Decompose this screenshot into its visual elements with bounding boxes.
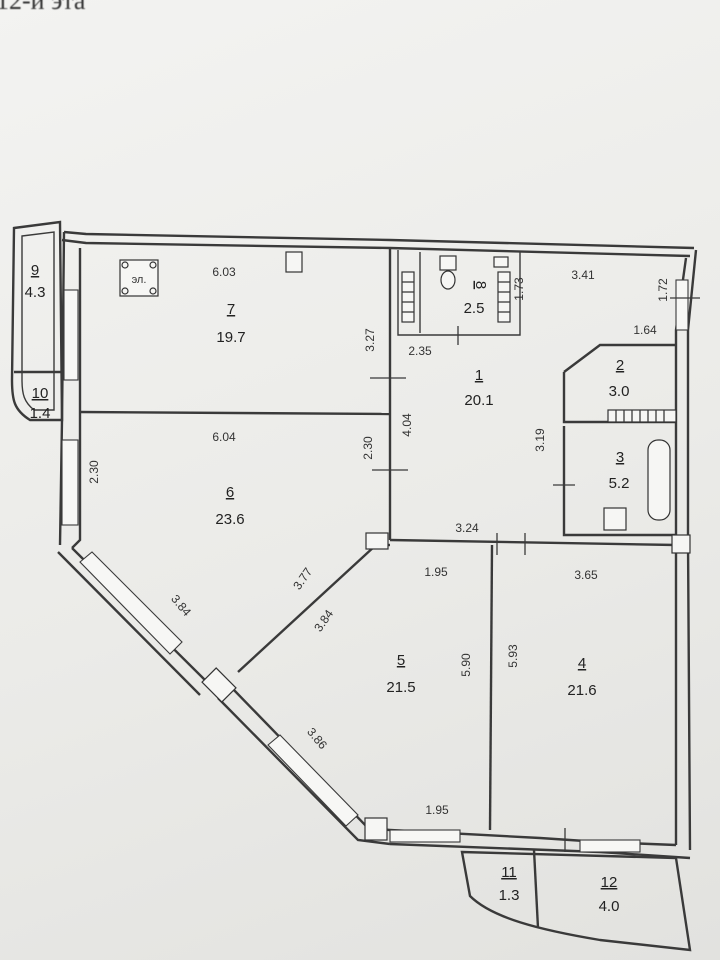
shelf-icon-left	[401, 271, 415, 323]
room-number: 11	[501, 864, 517, 881]
fixtures: эл.	[119, 251, 691, 841]
room-number: 1	[475, 367, 483, 384]
room-number: 6	[226, 484, 234, 501]
room-area: 5.2	[609, 475, 630, 492]
balcony-left	[10, 220, 64, 422]
dimension-label: 3.65	[574, 568, 598, 582]
dimension-label: 3.27	[363, 328, 377, 352]
room-number: 4	[578, 655, 586, 672]
dimension-label: 3.84	[168, 592, 194, 619]
room-number: 3	[616, 449, 624, 466]
room-number: 12	[601, 874, 618, 891]
balcony-bottom	[460, 849, 692, 952]
room-number: 9	[31, 262, 39, 279]
dimension-label: 1.64	[633, 323, 657, 337]
dimension-label: 1.72	[656, 278, 670, 302]
room-number: 5	[397, 652, 405, 669]
dimension-label: 6.03	[212, 265, 236, 279]
column-icon	[201, 667, 237, 703]
window-room5-bottom	[389, 829, 461, 843]
dimension-label: 3.84	[311, 607, 336, 634]
shelf-icon-right	[497, 271, 511, 323]
room-area: 23.6	[215, 511, 244, 528]
window-room5-diag	[267, 734, 359, 827]
window-room7	[63, 289, 79, 381]
room-area: 3.0	[609, 383, 630, 400]
dimension-label: 5.90	[459, 653, 473, 677]
window-right-top	[675, 279, 689, 331]
room-area: 21.6	[567, 682, 596, 699]
room-area: 1.4	[30, 405, 51, 422]
room-labels: 9 4.3 10 1.4 7 19.7 8 2.5 1 20.1 2 3.0 3…	[25, 262, 630, 915]
shelf-strip-icon	[607, 409, 677, 423]
dimension-label: 5.93	[506, 644, 520, 668]
column-icon	[365, 532, 389, 550]
column-icon	[364, 817, 388, 841]
page-header-text: 12-й эта	[0, 0, 86, 15]
room-area: 2.5	[464, 300, 485, 317]
windows	[61, 279, 689, 853]
dimension-label: 1.73	[512, 277, 526, 301]
radiator-icon	[285, 251, 303, 273]
dimension-label: 1.95	[424, 565, 448, 579]
interior-walls	[79, 248, 677, 831]
dimension-label: 1.95	[425, 803, 449, 817]
window-room6-diag	[79, 551, 183, 655]
sink-icon	[493, 256, 509, 268]
washbasin-icon	[603, 507, 627, 531]
dimension-label: 3.24	[455, 521, 479, 535]
dimension-label: 3.77	[290, 565, 315, 592]
dimension-label: 6.04	[212, 430, 236, 444]
room-area: 19.7	[216, 329, 245, 346]
room-area: 21.5	[386, 679, 415, 696]
room-area: 4.0	[599, 898, 620, 915]
room-number: 7	[227, 301, 235, 318]
room-number: 8	[472, 281, 489, 289]
column-icon	[671, 534, 691, 554]
room-number: 2	[616, 357, 624, 374]
room-area: 1.3	[499, 887, 520, 904]
fireplace-label: эл.	[132, 274, 147, 286]
door-marks	[370, 297, 700, 852]
room-area: 20.1	[464, 392, 493, 409]
room-area: 4.3	[25, 284, 46, 301]
toilet-icon	[439, 255, 457, 290]
dimension-label: 3.19	[533, 428, 547, 452]
window-room6	[61, 439, 79, 526]
dimension-label: 2.30	[361, 436, 375, 460]
dimension-label: 3.41	[571, 268, 595, 282]
room-number: 10	[32, 385, 49, 402]
fireplace-icon	[119, 259, 159, 297]
dimension-label: 4.04	[400, 413, 414, 437]
dimension-label: 2.30	[87, 460, 101, 484]
bathtub-icon	[647, 439, 671, 521]
dimension-label: 2.35	[408, 344, 432, 358]
window-room4-bottom	[579, 839, 641, 853]
dimension-label: 3.86	[304, 725, 330, 752]
